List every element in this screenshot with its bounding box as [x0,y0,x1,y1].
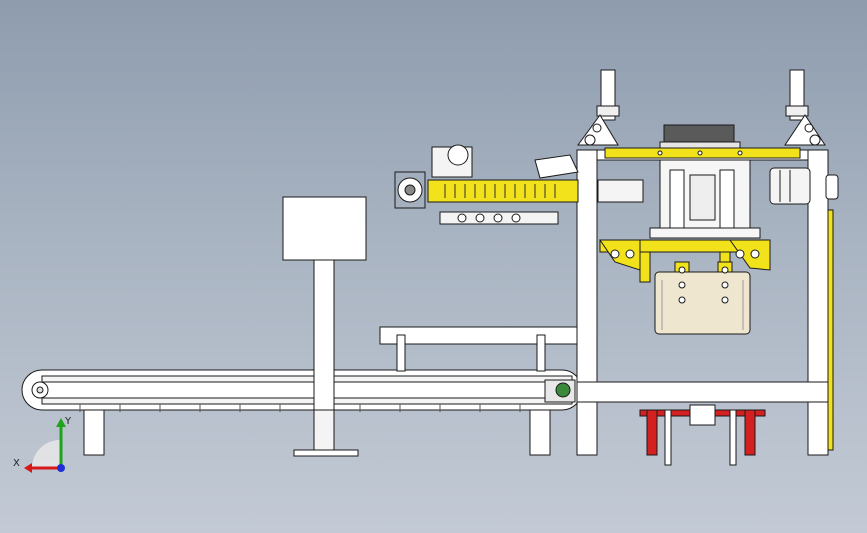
control-panel-stand[interactable] [282,196,367,457]
belt-conveyor[interactable] [21,369,583,456]
y-axis-label: Y [64,416,72,427]
bag-feeder-arm[interactable] [394,144,644,225]
x-axis-label: X [13,458,20,469]
hopper[interactable] [659,124,741,149]
bag[interactable] [654,271,751,335]
upper-guide-rail[interactable] [379,326,581,372]
coordinate-axes-icon: X Y [13,416,72,473]
right-motor[interactable] [769,167,839,205]
lift-cylinders[interactable] [577,69,826,146]
